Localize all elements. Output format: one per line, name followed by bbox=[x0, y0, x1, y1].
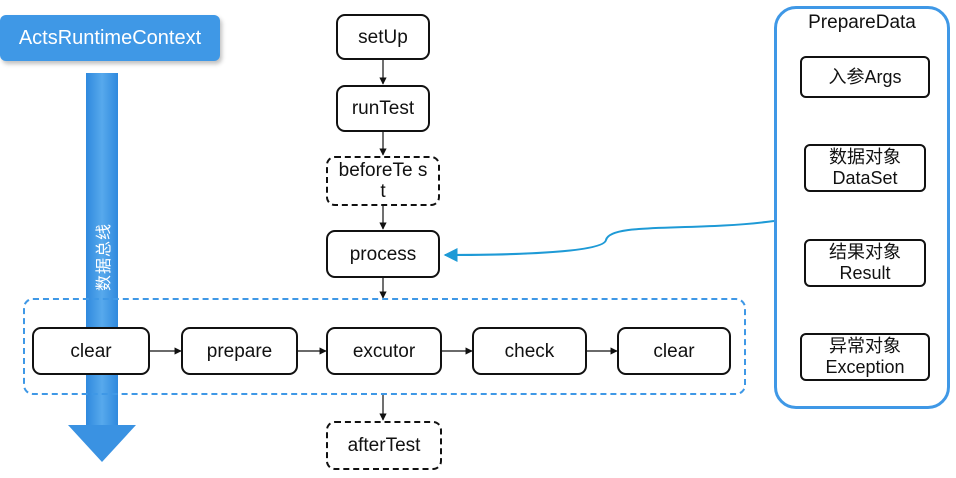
node-process: process bbox=[326, 230, 440, 278]
node-excutor: excutor bbox=[326, 327, 442, 375]
prepare-item-args: 入参Args bbox=[800, 56, 930, 98]
node-clear-first: clear bbox=[32, 327, 150, 375]
prepare-item-args-label: 入参Args bbox=[828, 66, 902, 87]
node-beforetest-label: beforeTe st bbox=[338, 160, 428, 202]
prepare-item-exception-line1: 异常对象 bbox=[829, 336, 901, 356]
node-prepare: prepare bbox=[181, 327, 298, 375]
pipeline-group bbox=[23, 298, 746, 395]
prepare-data-title: PrepareData bbox=[808, 12, 916, 33]
prepare-item-result-line1: 结果对象 bbox=[829, 242, 901, 262]
node-beforetest: beforeTe st bbox=[326, 156, 440, 206]
node-clear-last: clear bbox=[617, 327, 731, 375]
acts-runtime-context: ActsRuntimeContext bbox=[0, 15, 220, 61]
data-bus-label-text: 数据总线 bbox=[96, 222, 114, 292]
prepare-item-dataset: 数据对象 DataSet bbox=[804, 144, 926, 192]
prepare-item-exception-line2: Exception bbox=[825, 357, 905, 377]
prepare-item-result: 结果对象 Result bbox=[804, 239, 926, 287]
node-runtest: runTest bbox=[336, 85, 430, 132]
prepare-item-dataset-line1: 数据对象 bbox=[829, 147, 901, 167]
prepare-item-exception: 异常对象 Exception bbox=[800, 333, 930, 381]
prepare-item-dataset-line2: DataSet bbox=[832, 168, 898, 188]
node-setup: setUp bbox=[336, 14, 430, 60]
node-check: check bbox=[472, 327, 587, 375]
data-bus-label: 数据总线 bbox=[86, 212, 118, 302]
edge-preparedata-process bbox=[443, 220, 775, 262]
prepare-item-result-line2: Result bbox=[839, 263, 891, 283]
node-aftertest: afterTest bbox=[326, 421, 442, 470]
